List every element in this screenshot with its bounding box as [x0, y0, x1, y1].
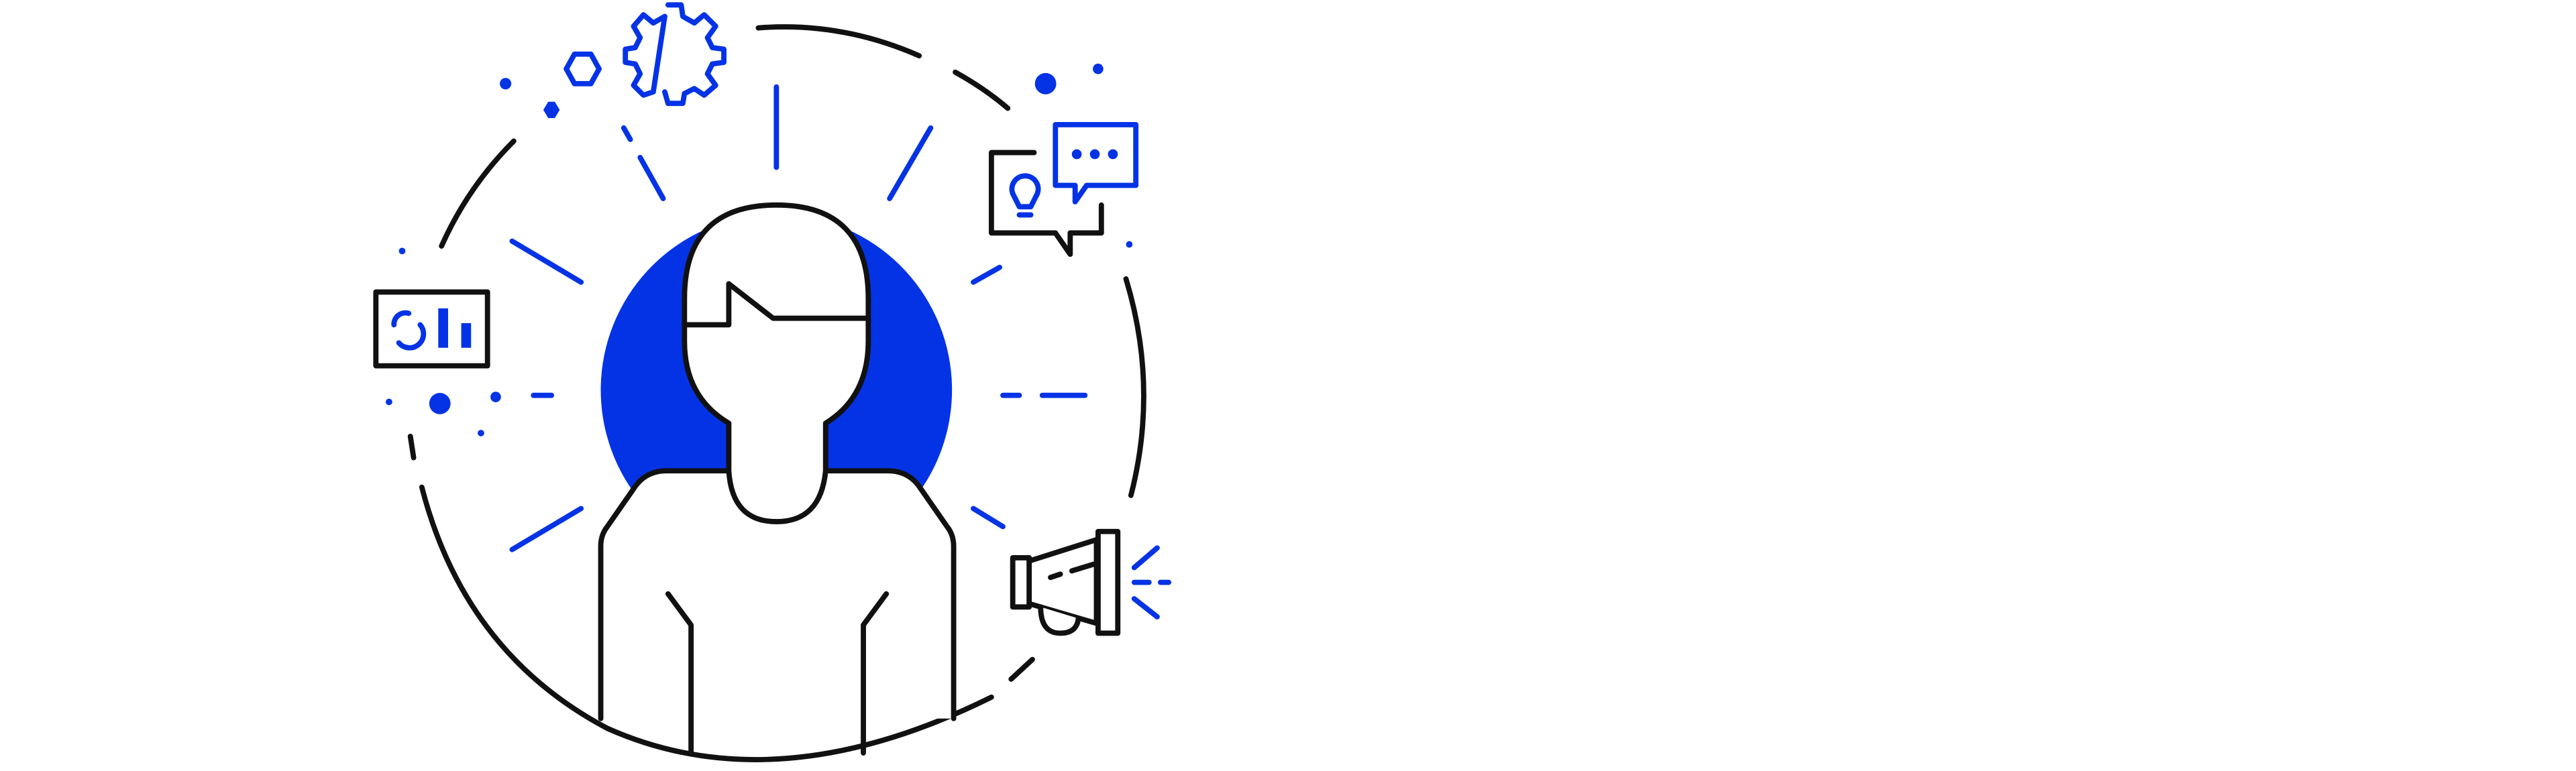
outer-dashed-ring — [407, 24, 1146, 762]
gear-icon — [623, 2, 727, 107]
analytics-card-icon — [373, 289, 490, 369]
lightbulb-icon — [1009, 173, 1041, 218]
hexagon-icon — [543, 51, 602, 119]
decorative-dots — [386, 63, 1133, 436]
person-illustration — [598, 202, 957, 756]
idea-rays — [509, 84, 1088, 552]
megaphone-icon — [1010, 528, 1172, 636]
speech-bubble-icon — [988, 122, 1139, 257]
